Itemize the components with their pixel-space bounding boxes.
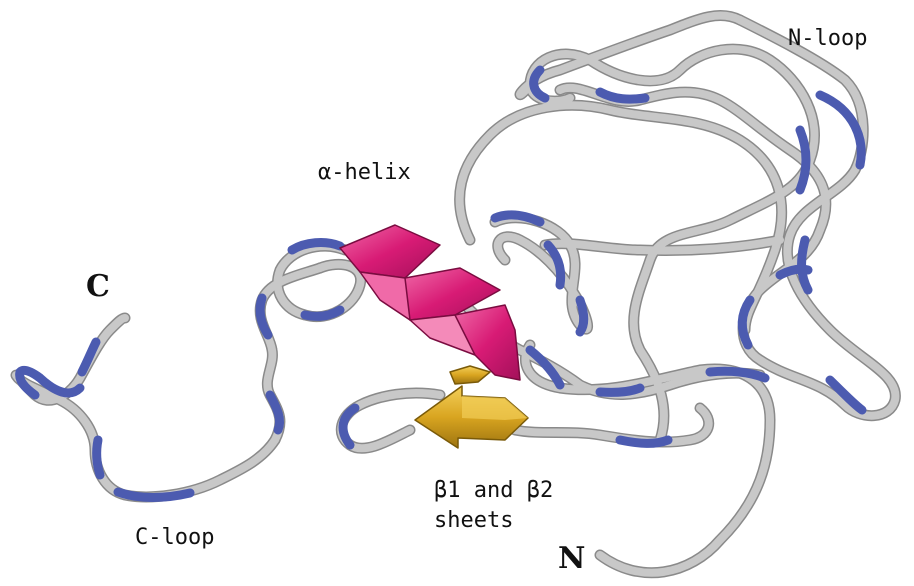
blue-coil-segments — [15, 65, 867, 502]
beta-sheet-arrows — [414, 365, 529, 449]
beta-sheets-label-line2: sheets — [434, 508, 514, 533]
n-terminus-label: N — [558, 541, 586, 576]
n-loop-label: N-loop — [788, 26, 868, 51]
alpha-helix-label: α-helix — [318, 160, 411, 185]
c-loop-label: C-loop — [135, 525, 215, 550]
beta-sheets-label-line1: β1 and β2 — [434, 478, 554, 503]
alpha-helix-ribbon — [339, 224, 521, 381]
c-terminus-label: C — [86, 269, 110, 304]
